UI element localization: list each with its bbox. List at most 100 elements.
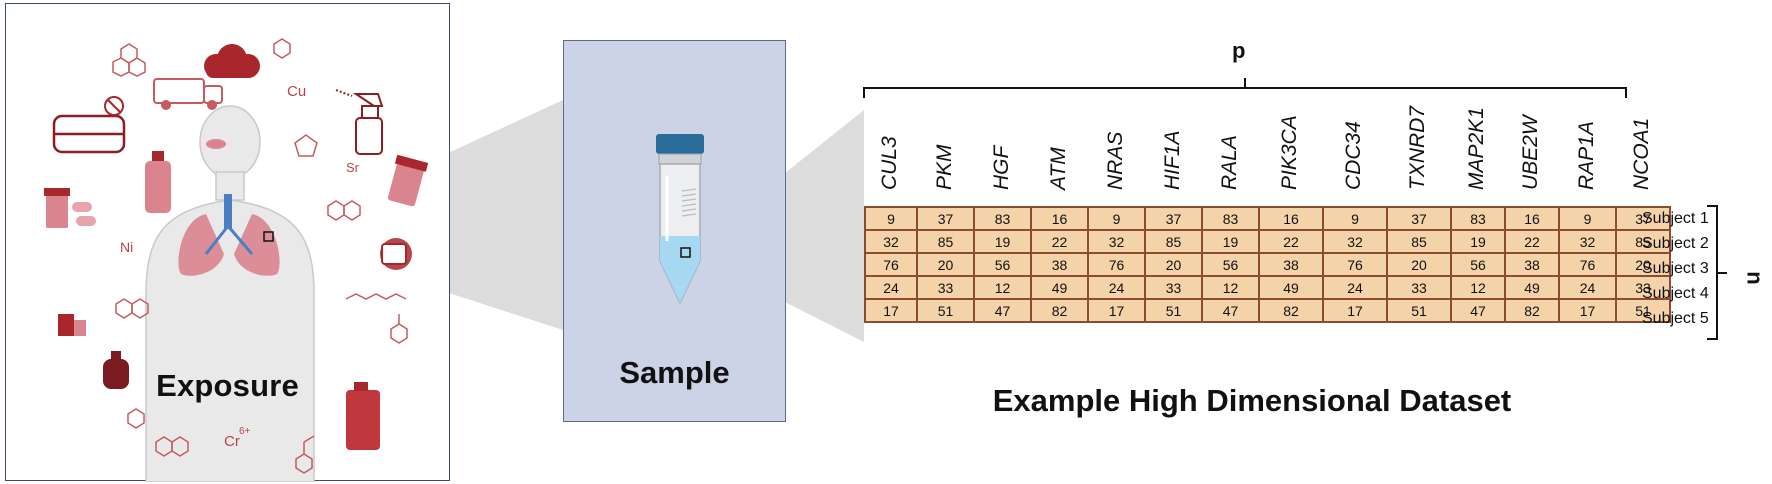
subject-label: Subject 1 [1642, 210, 1709, 227]
gene-name: MAP2K1 [1465, 107, 1488, 190]
naphthalene-molecule-icon [327, 200, 361, 221]
water-bottle-icon [145, 151, 171, 213]
table-cell: 51 [1144, 298, 1203, 323]
table-cell: 56 [973, 252, 1032, 277]
table-cell: 33 [1386, 275, 1452, 300]
table-cell: 85 [916, 229, 975, 254]
table-cell: 24 [1322, 275, 1388, 300]
exposure-panel: Cu Sr Ni Cr 6+ Exposure [5, 3, 450, 482]
sample-tube-icon [656, 134, 704, 305]
table-cell: 22 [1030, 229, 1089, 254]
gene-column-header: PKM [916, 0, 973, 200]
table-cell: 76 [1087, 252, 1146, 277]
table-cell: 24 [864, 275, 918, 300]
dataset-title: Example High Dimensional Dataset [992, 383, 1512, 418]
small-molecule-icon [273, 38, 291, 59]
table-cell: 33 [1615, 275, 1671, 300]
table-cell: 82 [1258, 298, 1324, 323]
gene-column-header: UBE2W [1504, 0, 1558, 200]
hexagon-molecule-icon [127, 408, 145, 429]
jerrycan-icon [346, 382, 380, 450]
table-cell: 56 [1201, 252, 1260, 277]
table-cell: 51 [1615, 298, 1671, 323]
table-cell: 32 [1087, 229, 1146, 254]
table-cell: 37 [1615, 206, 1671, 231]
table-cell: 12 [1450, 275, 1506, 300]
table-cell: 12 [973, 275, 1032, 300]
table-cell: 85 [1144, 229, 1203, 254]
gene-column-header: MAP2K1 [1450, 0, 1504, 200]
smoke-cloud-icon [204, 44, 260, 78]
table-cell: 17 [1558, 298, 1617, 323]
paint-can-icon [380, 238, 412, 270]
table-cell: 24 [1558, 275, 1617, 300]
spray-bottle-icon [335, 89, 384, 155]
p-brace [863, 78, 1627, 98]
table-cell: 19 [1201, 229, 1260, 254]
table-cell: 83 [1201, 206, 1260, 231]
table-cell: 16 [1504, 206, 1560, 231]
anthracene-molecule-icon [115, 298, 149, 319]
gene-column-header: HGF [973, 0, 1030, 200]
table-cell: 85 [1386, 229, 1452, 254]
table-cell: 20 [1144, 252, 1203, 277]
exposure-title: Exposure [156, 368, 299, 403]
table-cell: 38 [1504, 252, 1560, 277]
cosmetics-icon [58, 314, 86, 336]
gene-name: HIF1A [1160, 130, 1184, 190]
element-label-chromium: Cr [224, 433, 240, 450]
benzene-ring-icon [112, 43, 146, 77]
perfume-bottle-icon [103, 351, 129, 389]
phenol-molecule-icon [390, 314, 408, 344]
table-cell: 49 [1504, 275, 1560, 300]
table-cell: 47 [1450, 298, 1506, 323]
chromium-superscript: 6+ [239, 426, 251, 437]
subject-label: Subject 2 [1642, 235, 1709, 252]
p-label: p [1232, 38, 1246, 63]
table-cell: 19 [1450, 229, 1506, 254]
gene-name: HGF [989, 145, 1013, 190]
table-cell: 32 [1558, 229, 1617, 254]
gene-name: PIK3CA [1278, 115, 1301, 190]
table-cell: 33 [1144, 275, 1203, 300]
subject-label: Subject 4 [1642, 285, 1709, 302]
table-cell: 17 [1322, 298, 1388, 323]
table-cell: 9 [1322, 206, 1388, 231]
table-cell: 20 [1615, 252, 1671, 277]
table-cell: 33 [916, 275, 975, 300]
sofa-icon [52, 114, 126, 154]
table-cell: 16 [1258, 206, 1324, 231]
table-cell: 37 [1144, 206, 1203, 231]
table-cell: 82 [1504, 298, 1560, 323]
chain-molecule-icon [345, 293, 407, 300]
table-cell: 37 [916, 206, 975, 231]
table-cell: 47 [1201, 298, 1260, 323]
table-cell: 37 [1386, 206, 1452, 231]
sample-title: Sample [619, 355, 730, 390]
table-cell: 20 [1386, 252, 1452, 277]
table-cell: 17 [1087, 298, 1146, 323]
gene-name: NRAS [1103, 131, 1127, 190]
gene-name: ATM [1046, 147, 1070, 190]
gene-column-header: NRAS [1087, 0, 1144, 200]
subject-label: Subject 3 [1642, 260, 1709, 277]
table-cell: 51 [1386, 298, 1452, 323]
gene-column-header: PIK3CA [1258, 0, 1322, 200]
sample-panel: Sample [563, 40, 786, 422]
table-cell: 76 [1558, 252, 1617, 277]
no-smoking-icon [104, 96, 124, 116]
gene-column-header: RAP1A [1558, 0, 1615, 200]
gene-column-header: RALA [1201, 0, 1258, 200]
table-cell: 49 [1030, 275, 1089, 300]
table-cell: 85 [1615, 229, 1671, 254]
table-cell: 24 [1087, 275, 1146, 300]
lungs-icon [178, 194, 280, 276]
table-cell: 22 [1504, 229, 1560, 254]
table-cell: 22 [1258, 229, 1324, 254]
acetophenone-molecule-icon [295, 435, 315, 474]
